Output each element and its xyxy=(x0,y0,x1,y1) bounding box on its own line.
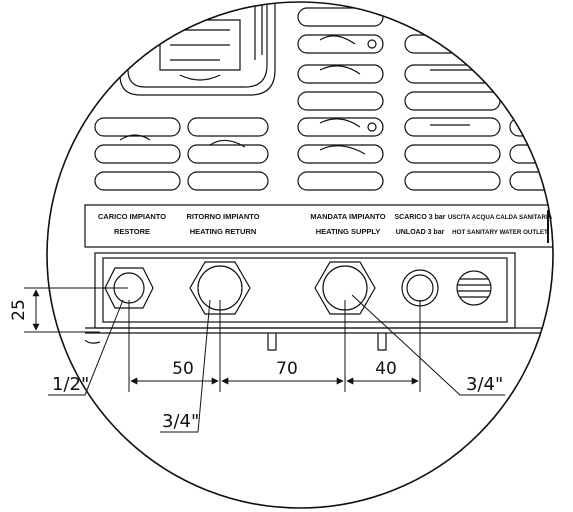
scarico-en-label: UNLOAD 3 bar xyxy=(396,229,445,236)
detail-circle xyxy=(46,1,554,509)
grille-left xyxy=(94,117,269,191)
mandata-it-label: MANDATA IMPIANTO xyxy=(310,212,385,221)
dimension-lines xyxy=(24,287,505,433)
dim-70-label: 70 xyxy=(276,359,298,379)
ritorno-it-label: RITORNO IMPIANTO xyxy=(186,212,259,221)
mandata-en-label: HEATING SUPPLY xyxy=(316,227,381,236)
carico-en-label: RESTORE xyxy=(114,227,150,236)
hot-water-outlet-fitting xyxy=(456,270,492,306)
ritorno-en-label: HEATING RETURN xyxy=(190,227,257,236)
dim-50-label: 50 xyxy=(172,359,194,379)
carico-it-label: CARICO IMPIANTO xyxy=(98,212,166,221)
dim-40-label: 40 xyxy=(375,359,397,379)
pipe-size-restore-label: 1/2" xyxy=(52,374,89,395)
dim-25-label: 25 xyxy=(9,299,29,321)
uscita-en-label: HOT SANITARY WATER OUTLET xyxy=(452,229,548,236)
detail-view xyxy=(84,2,553,351)
pipe-size-supply-label: 3/4" xyxy=(466,374,503,395)
scarico-it-label: SCARICO 3 bar xyxy=(395,214,446,221)
connection-plate xyxy=(84,252,553,351)
upper-housing xyxy=(119,2,276,96)
connection-labels: CARICO IMPIANTO RESTORE RITORNO IMPIANTO… xyxy=(98,212,553,236)
grille-right xyxy=(297,7,553,191)
uscita-it-label: USCITA ACQUA CALDA SANITARIA xyxy=(448,214,553,221)
dimension-labels: 25 50 70 40 1/2" 3/4" 3/4" xyxy=(9,299,503,432)
label-panel xyxy=(84,204,553,248)
pipe-size-return-label: 3/4" xyxy=(162,411,199,432)
